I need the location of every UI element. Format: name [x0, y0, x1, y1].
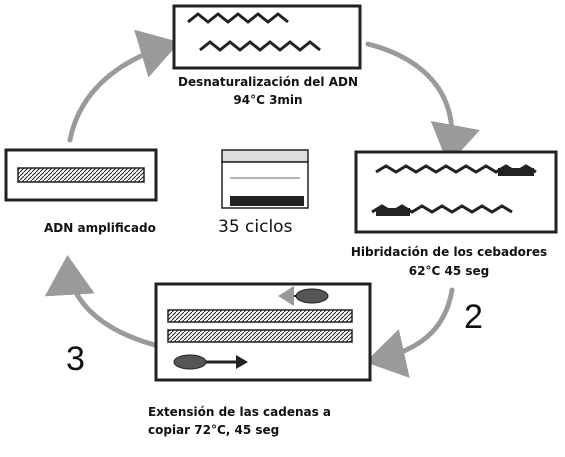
amplified-box: [4, 148, 158, 202]
dna-strand-icon: [17, 167, 145, 183]
dna-strand-icon: [167, 309, 353, 323]
thermal-cycler-icon: [221, 149, 309, 209]
polymerase-icon: [295, 288, 329, 304]
extension-box: [154, 282, 372, 382]
polymerase-icon: [173, 354, 207, 370]
arc-bottom-right: [365, 287, 455, 378]
cycles-label: 35 ciclos: [218, 217, 293, 237]
annealing-title: Hibridación de los cebadores: [350, 245, 548, 259]
denaturation-condition: 94°C 3min: [233, 93, 303, 107]
arc-bottom-left: [44, 255, 158, 348]
denaturation-title: Desnaturalización del ADN: [178, 75, 358, 89]
cycle-arrows: [44, 29, 480, 378]
denaturation-box: [172, 4, 362, 70]
extension-title: Extensión de las cadenas a: [148, 405, 332, 419]
annealing-condition: 62°C 45 seg: [408, 264, 490, 278]
arc-top-left: [67, 29, 180, 143]
step-number-2: 2: [464, 298, 483, 336]
extension-condition: copiar 72°C, 45 seg: [148, 423, 280, 437]
dna-strand-icon: [187, 12, 321, 52]
amplified-label: ADN amplificado: [44, 221, 156, 235]
arc-top-right: [365, 41, 480, 165]
dna-strand-icon: [167, 329, 353, 343]
annealing-box: [354, 150, 558, 234]
step-number-3: 3: [66, 340, 85, 378]
